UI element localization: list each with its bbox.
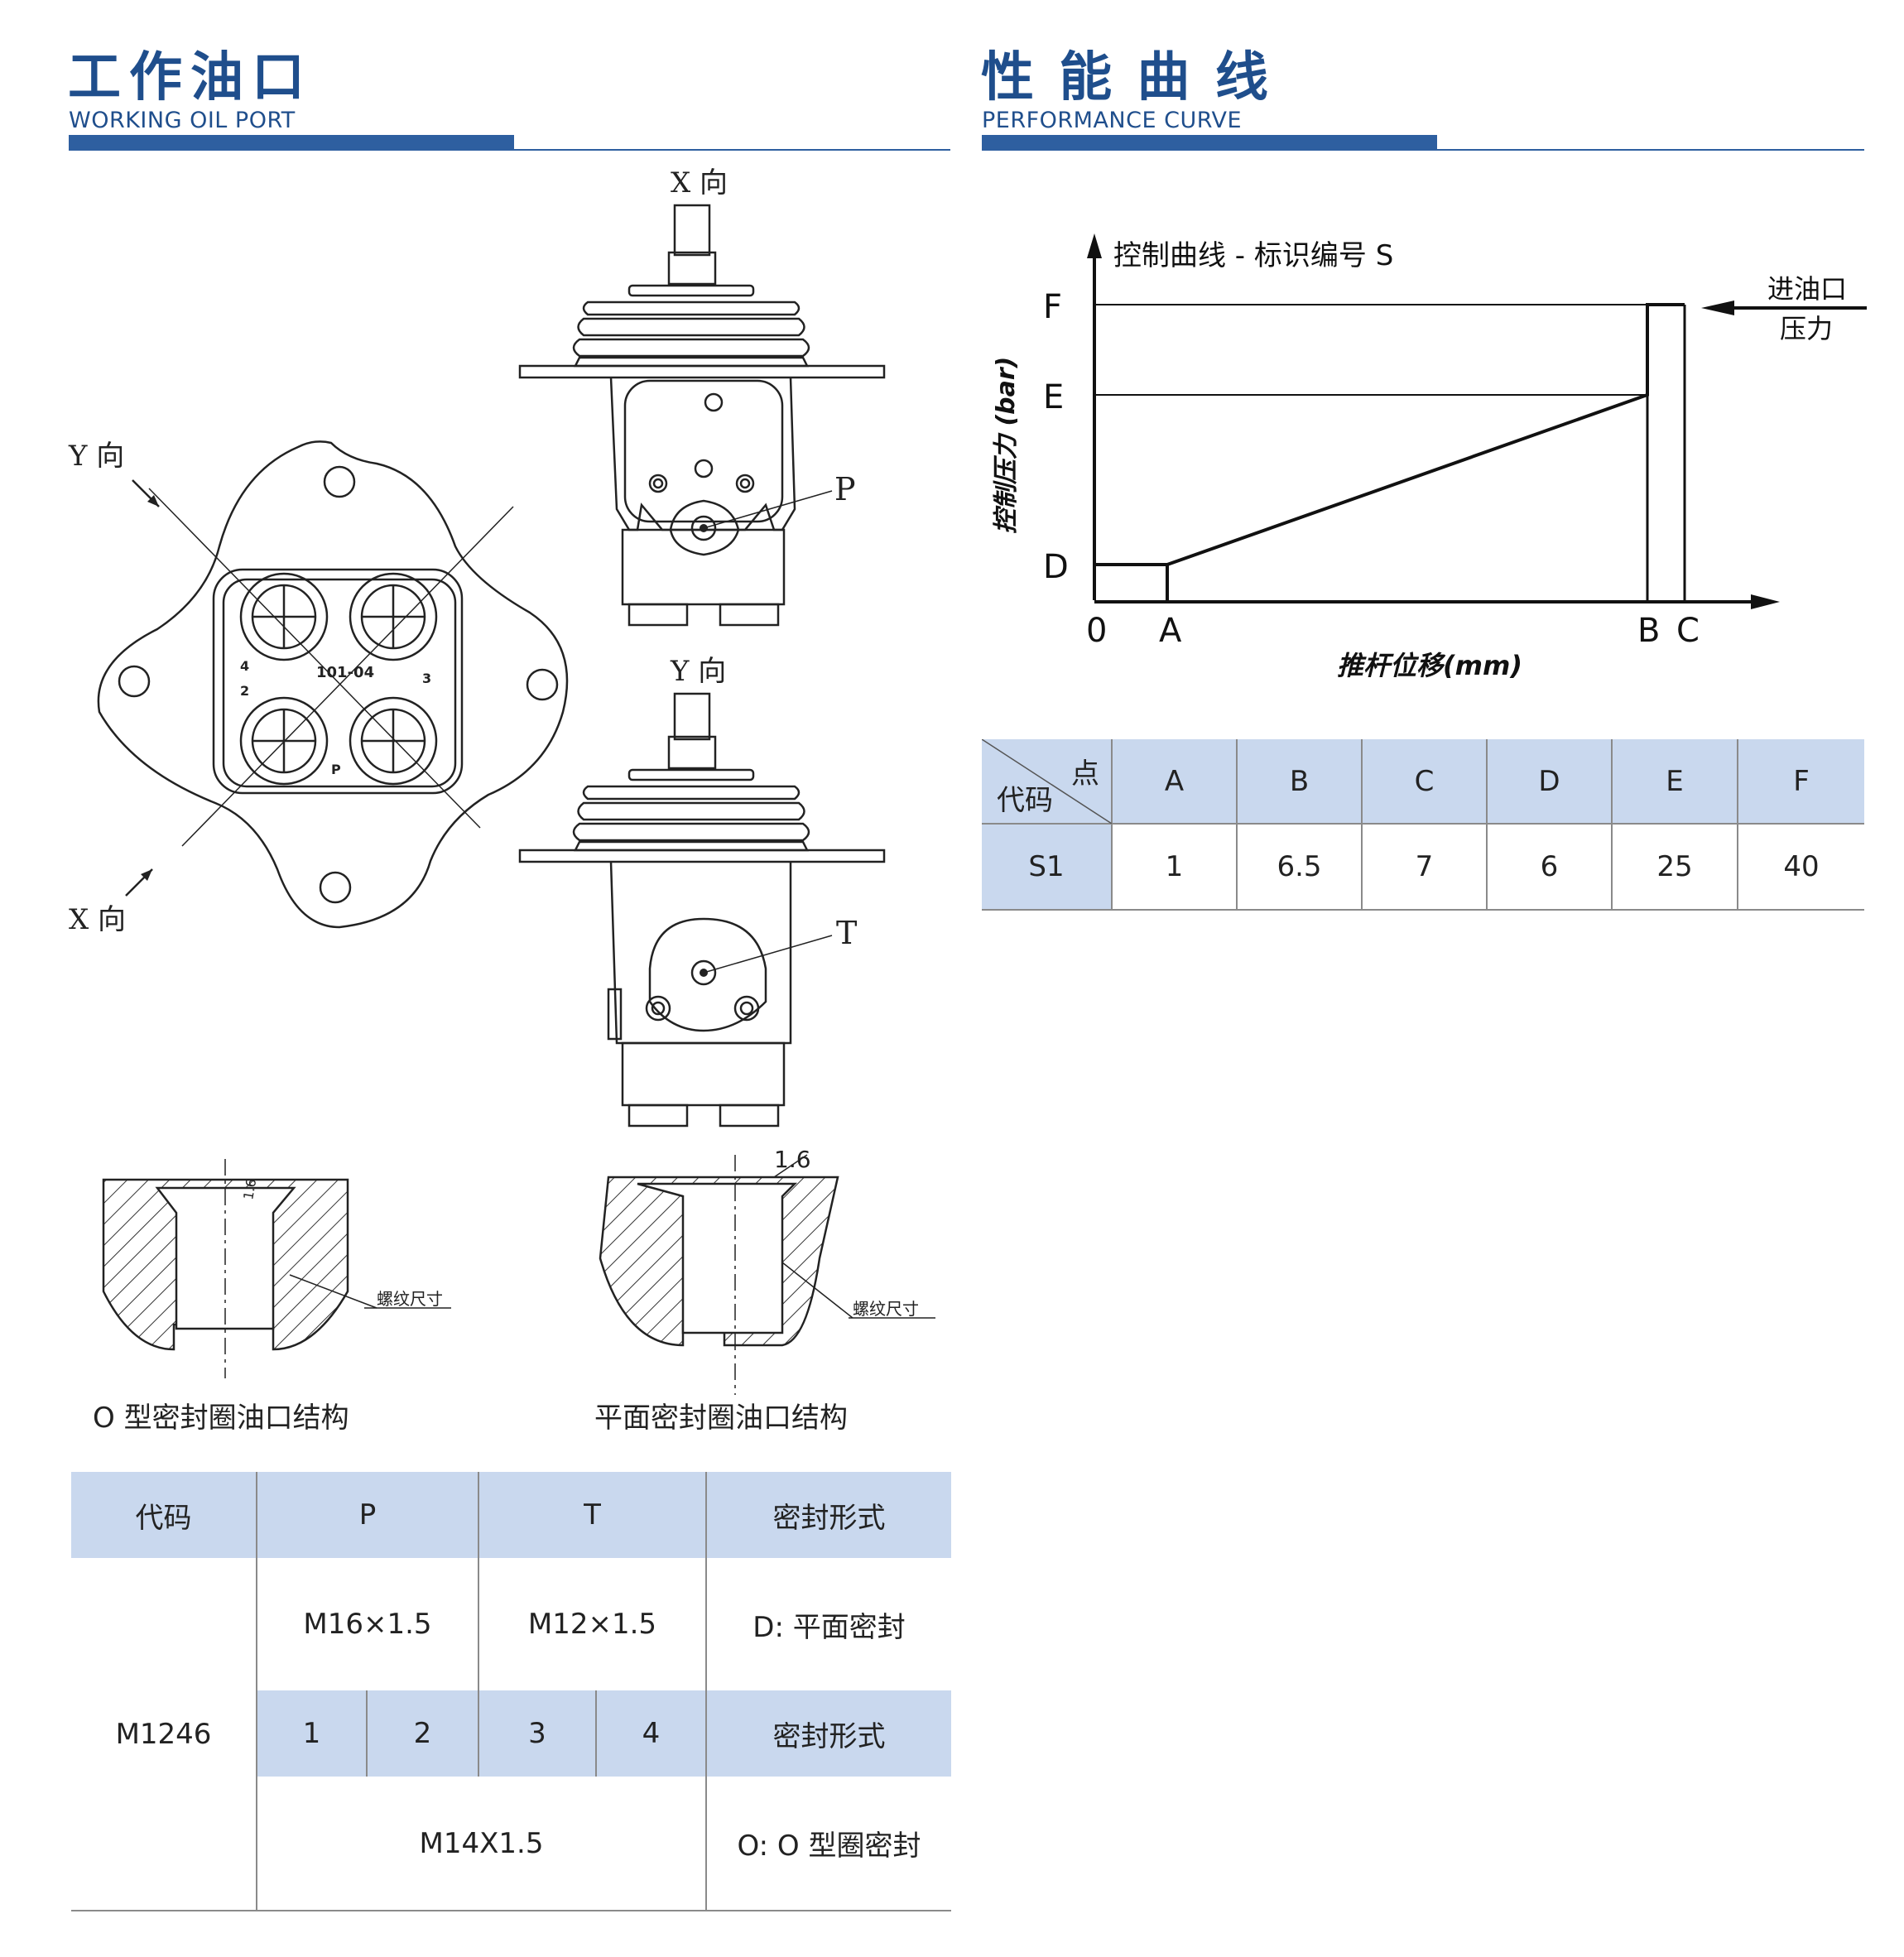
y-tick-label-d: D xyxy=(1043,548,1069,586)
working-port-drawing: 101-04 4 2 3 P Y 向 X 向 X 向 P Y 向 xyxy=(68,166,935,1395)
row-code-s1: S1 xyxy=(982,824,1113,911)
y-direction-label-side: Y 向 xyxy=(670,655,726,688)
section-rule-accent xyxy=(982,135,1437,150)
col-header-f: F xyxy=(1738,739,1864,825)
series-group xyxy=(1094,303,1686,602)
port-3-header: 3 xyxy=(478,1690,597,1777)
value-e: 25 xyxy=(1612,824,1738,911)
section-rule xyxy=(69,149,950,151)
caption-o-ring-port: O 型密封圈油口结构 xyxy=(93,1402,349,1435)
annotation-arrowhead xyxy=(1701,301,1734,315)
port-spec-table: 代码 P T 密封形式 M1246 M16×1.5 M12×1.5 D: 平面密… xyxy=(71,1472,951,1911)
annotation-line-2: 压力 xyxy=(1780,313,1833,344)
x-axis-label: 推杆位移(mm) xyxy=(1337,650,1522,681)
arrowhead xyxy=(141,869,152,881)
chart-title: 控制曲线 - 标识编号 S xyxy=(1113,239,1393,272)
leader-line xyxy=(703,935,833,974)
y-tick-label-e: E xyxy=(1043,378,1064,416)
header-code: 代码 xyxy=(71,1472,257,1558)
value-a: 1 xyxy=(1112,824,1238,911)
header-seal: 密封形式 xyxy=(772,1501,886,1535)
curve-point-table: 点 代码 A B C D E F S1 1 6.5 7 6 25 40 xyxy=(982,739,1864,911)
corner-cell: 点 代码 xyxy=(982,739,1113,825)
x-tick-label-a: A xyxy=(1159,612,1182,650)
port-p-label: P xyxy=(834,471,856,507)
x-tick-label-c: C xyxy=(1676,612,1700,650)
valve-side-view-x xyxy=(518,204,886,627)
o-ring-port-section xyxy=(102,1159,451,1378)
roughness-label: 1.6 xyxy=(774,1146,811,1173)
annotation-line-1: 进油口 xyxy=(1767,273,1847,305)
x-tick-label-b: B xyxy=(1637,612,1660,650)
arrowhead xyxy=(147,495,159,507)
header-p: P xyxy=(257,1472,479,1558)
corner-bottom-label: 代码 xyxy=(997,784,1053,817)
seal-type-o-ring: O: O 型圈密封 xyxy=(706,1777,951,1911)
port-number-4: 4 xyxy=(240,658,249,674)
value-c: 7 xyxy=(1362,824,1488,911)
y-tick-label-f: F xyxy=(1043,288,1062,326)
series-line-0 xyxy=(1094,303,1685,566)
x-tick-label-zero: 0 xyxy=(1086,612,1107,650)
section-title-performance-curve: 性 能 曲 线 xyxy=(981,47,1272,108)
leader-line xyxy=(703,490,833,529)
code-cell: M1246 xyxy=(71,1558,257,1911)
flat-seal-port-section xyxy=(599,1154,935,1395)
header-seal-2: 密封形式 xyxy=(772,1719,886,1753)
corner-diagonal xyxy=(982,739,1112,824)
y-axis-arrowhead xyxy=(1087,233,1102,258)
port-number-2: 2 xyxy=(240,683,249,699)
port-t-label: T xyxy=(836,915,857,951)
x-direction-label-side: X 向 xyxy=(671,166,728,200)
x-direction-label: X 向 xyxy=(69,903,126,936)
model-label: 101-04 xyxy=(316,664,374,681)
col-header-c: C xyxy=(1362,739,1488,825)
seal-type-flat: D: 平面密封 xyxy=(752,1610,906,1644)
thread-size-label: 螺纹尺寸 xyxy=(853,1299,919,1319)
port-number-3: 3 xyxy=(422,671,431,686)
col-header-b: B xyxy=(1237,739,1363,825)
section-title-working-oil-port: 工作油口 xyxy=(68,47,313,108)
valve-side-view-y xyxy=(518,692,886,1128)
col-header-a: A xyxy=(1112,739,1238,825)
value-d: 6 xyxy=(1487,824,1613,911)
value-f: 40 xyxy=(1738,824,1864,911)
flange-top-view xyxy=(97,440,569,929)
section-subtitle-working-oil-port: WORKING OIL PORT xyxy=(69,108,296,133)
port-2-header: 2 xyxy=(367,1690,479,1777)
col-header-e: E xyxy=(1612,739,1738,825)
port-number-p: P xyxy=(331,762,341,777)
header-t: T xyxy=(478,1472,707,1558)
value-b: 6.5 xyxy=(1237,824,1363,911)
p-thread-cell: M16×1.5 xyxy=(257,1558,479,1690)
ports-thread-cell: M14X1.5 xyxy=(257,1777,707,1911)
section-rule-accent xyxy=(69,135,514,150)
roughness-label: 1.6 xyxy=(240,1177,259,1200)
col-header-d: D xyxy=(1487,739,1613,825)
y-axis-label: 控制压力 (bar) xyxy=(992,357,1021,534)
t-thread-cell: M12×1.5 xyxy=(478,1558,707,1690)
caption-flat-seal-port: 平面密封圈油口结构 xyxy=(594,1402,848,1435)
corner-top-label: 点 xyxy=(1071,757,1099,791)
port-1-header: 1 xyxy=(257,1690,368,1777)
section-rule xyxy=(982,149,1864,151)
port-4-header: 4 xyxy=(596,1690,707,1777)
y-direction-label: Y 向 xyxy=(68,440,124,473)
thread-size-label: 螺纹尺寸 xyxy=(377,1289,443,1309)
x-axis-arrowhead xyxy=(1751,594,1780,609)
section-subtitle-performance-curve: PERFORMANCE CURVE xyxy=(982,108,1243,133)
